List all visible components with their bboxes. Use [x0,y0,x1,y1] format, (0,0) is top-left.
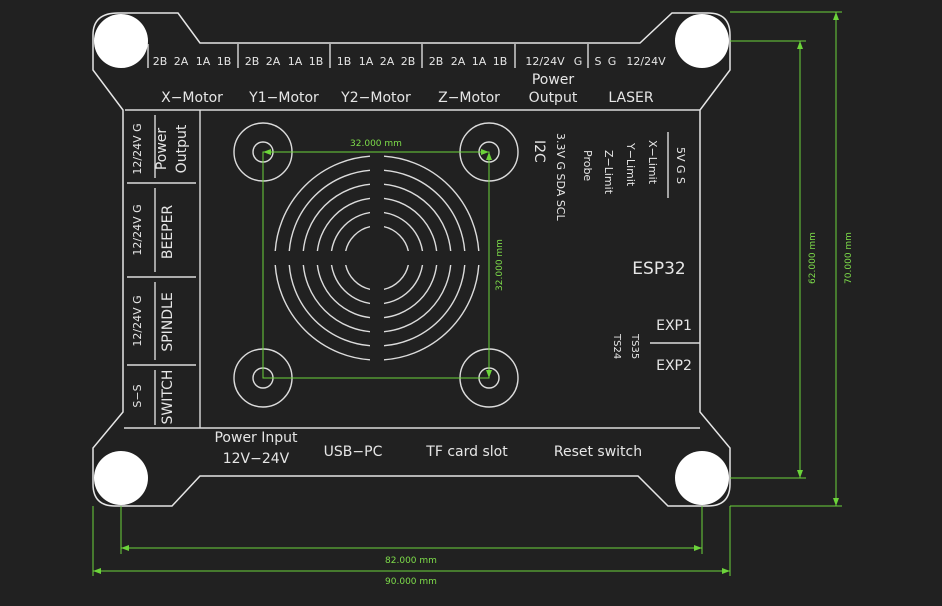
x-motor-label: X−Motor [161,90,223,106]
board-height-label: 70.000 mm [844,232,854,284]
probe-label: Probe [581,150,594,181]
power-output-pin-2: G [574,55,583,68]
switch-label: SWITCH [160,370,176,425]
y2-motor-pin-1: 1B [337,55,352,68]
z-motor-pin-4: 1B [493,55,508,68]
board-width-label: 90.000 mm [385,577,437,587]
power-output-label-top-line2: Output [529,90,578,106]
right-dimensions: 62.000 mm 70.000 mm [730,11,854,507]
x-motor-pin-4: 1B [217,55,232,68]
top-connector-separators [147,44,589,68]
power-output-label-top-line1: Power [532,72,575,88]
limit-header: 5V G S X−Limit Y−Limit Z−Limit Probe [581,140,687,195]
y1-motor-label: Y1−Motor [248,90,319,106]
tf-card-label: TF card slot [425,444,508,460]
y1-motor-pin-3: 1A [288,55,303,68]
left-power-output-label-line2: Output [174,124,190,173]
i2c-pins: 3.3V G SDA SCL [554,133,567,221]
z-limit-label: Z−Limit [602,150,615,195]
fan-grille [274,155,480,361]
fan-dim-horizontal-label: 32.000 mm [350,139,402,149]
top-connector-pins: 2B 2A 1A 1B 2B 2A 1A 1B 1B 1A 2A 2B 2B 2… [153,55,666,68]
exp1-label: EXP1 [656,318,692,334]
exp2-label: EXP2 [656,358,692,374]
mounting-hole-top-right [675,14,729,68]
laser-pin-2: G [608,55,617,68]
i2c-label: I2C [531,140,547,163]
bottom-dimensions: 82.000 mm 90.000 mm [92,506,731,587]
spindle-pins: 12/24V G [131,295,144,346]
z-motor-label: Z−Motor [438,90,500,106]
y2-motor-label: Y2−Motor [340,90,411,106]
laser-pin-3: 12/24V [626,55,666,68]
mounting-hole-bottom-left [94,451,148,505]
y2-motor-pin-2: 1A [359,55,374,68]
y1-motor-pin-4: 1B [309,55,324,68]
z-motor-pin-2: 2A [451,55,466,68]
left-connector-pins: 12/24V G 12/24V G 12/24V G S−S [131,123,144,407]
exp-headers: EXP1 EXP2 TS35 TS24 [611,318,692,374]
power-input-label-line2: 12V−24V [223,451,290,467]
x-limit-label: X−Limit [646,140,659,185]
board-outline [92,12,731,507]
z-motor-pin-1: 2B [429,55,444,68]
mounting-hole-top-left [94,14,148,68]
beeper-pins: 12/24V G [131,204,144,255]
power-output-pin-1: 12/24V [525,55,565,68]
ts24-label: TS24 [611,333,622,359]
y1-motor-pin-2: 2A [266,55,281,68]
fan-mounting-holes [233,122,519,408]
silkscreen-frame [124,109,700,429]
fan-dim-vertical-label: 32.000 mm [495,239,505,291]
x-motor-pin-3: 1A [196,55,211,68]
left-connector-labels: Power Output BEEPER SPINDLE SWITCH [154,124,190,424]
x-motor-pin-2: 2A [174,55,189,68]
limit-pins: 5V G S [674,147,687,184]
left-power-output-label-line1: Power [154,128,170,171]
y-limit-label: Y−Limit [624,142,637,187]
z-motor-pin-3: 1A [472,55,487,68]
reset-switch-label: Reset switch [554,444,642,460]
laser-label: LASER [608,90,653,106]
ts35-label: TS35 [629,333,640,359]
left-power-output-pins: 12/24V G [131,123,144,174]
y1-motor-pin-1: 2B [245,55,260,68]
beeper-label: BEEPER [160,205,176,260]
power-input-label-line1: Power Input [214,430,298,446]
mount-hole-vertical-label: 62.000 mm [808,232,818,284]
x-motor-pin-1: 2B [153,55,168,68]
laser-pin-1: S [595,55,602,68]
mounting-hole-bottom-right [675,451,729,505]
bottom-labels: Power Input 12V−24V USB−PC TF card slot … [214,430,642,467]
mount-hole-horizontal-label: 82.000 mm [385,556,437,566]
y2-motor-pin-3: 2A [380,55,395,68]
i2c-header: 3.3V G SDA SCL I2C [531,133,567,221]
switch-pins: S−S [131,384,144,407]
fan-hole-dimension: 32.000 mm 32.000 mm [262,139,505,379]
y2-motor-pin-4: 2B [401,55,416,68]
spindle-label: SPINDLE [160,292,176,351]
top-connector-labels: X−Motor Y1−Motor Y2−Motor Z−Motor Power … [161,72,654,106]
esp32-label: ESP32 [632,259,685,279]
usb-pc-label: USB−PC [324,444,383,460]
